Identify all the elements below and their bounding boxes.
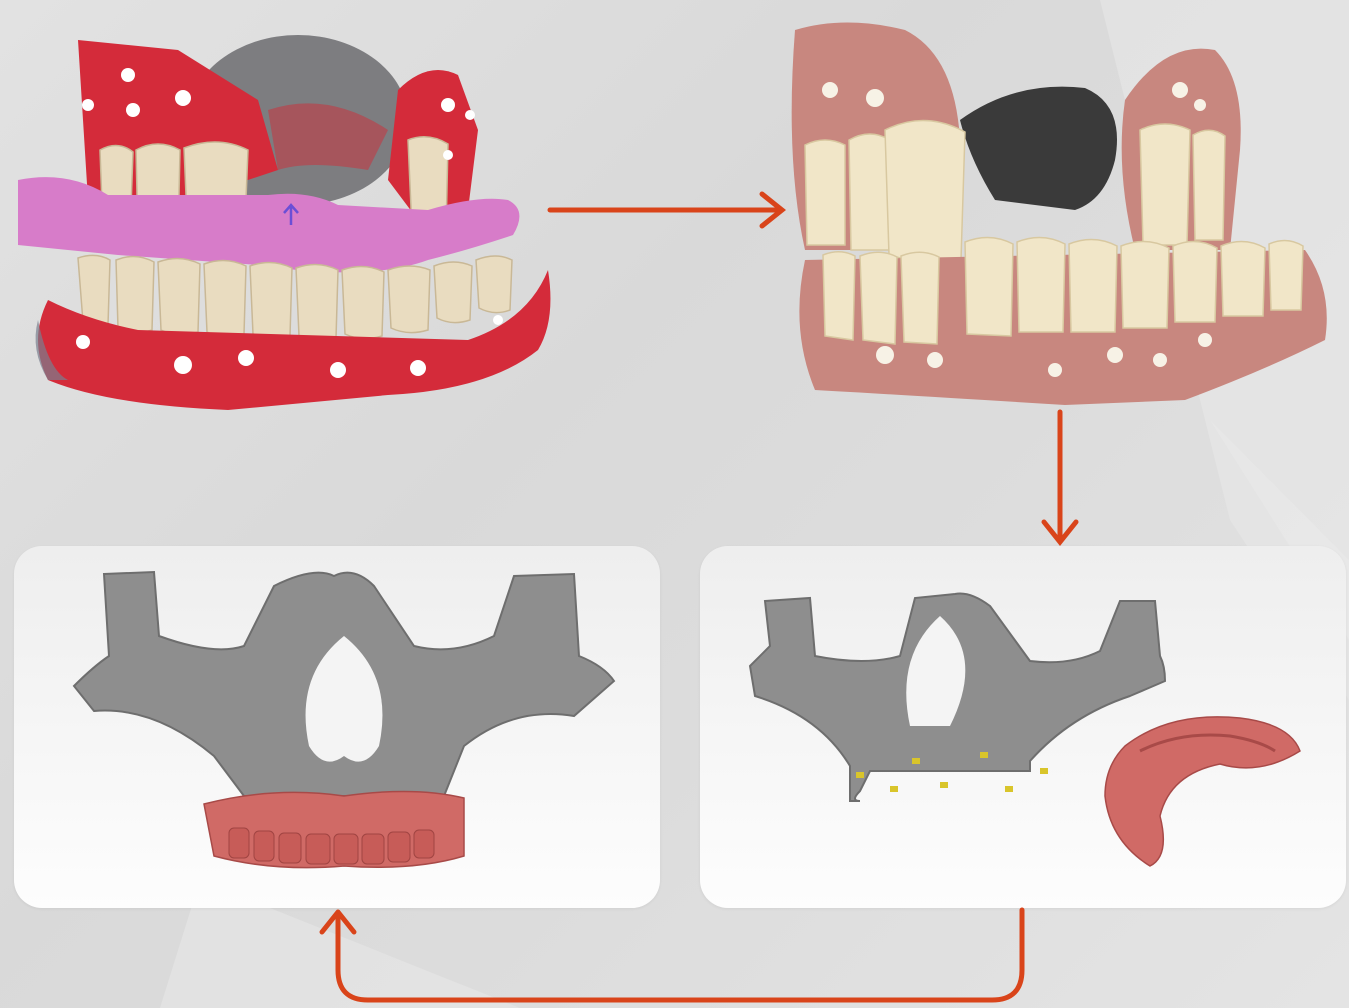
arrow-step1-to-step2 [550,194,782,226]
denture-scan-model [785,10,1340,410]
physical-denture-photo [8,20,558,410]
arrow-step4-to-step3 [322,910,1022,1000]
panel-maxilla-and-denture [700,546,1346,908]
denture-model-separate [1105,717,1300,866]
arrow-step2-to-step4 [1044,412,1076,542]
scan-palate [960,87,1117,210]
lower-gum [38,270,550,410]
denture-model [204,791,464,867]
panel-maxilla-with-denture [14,546,660,908]
